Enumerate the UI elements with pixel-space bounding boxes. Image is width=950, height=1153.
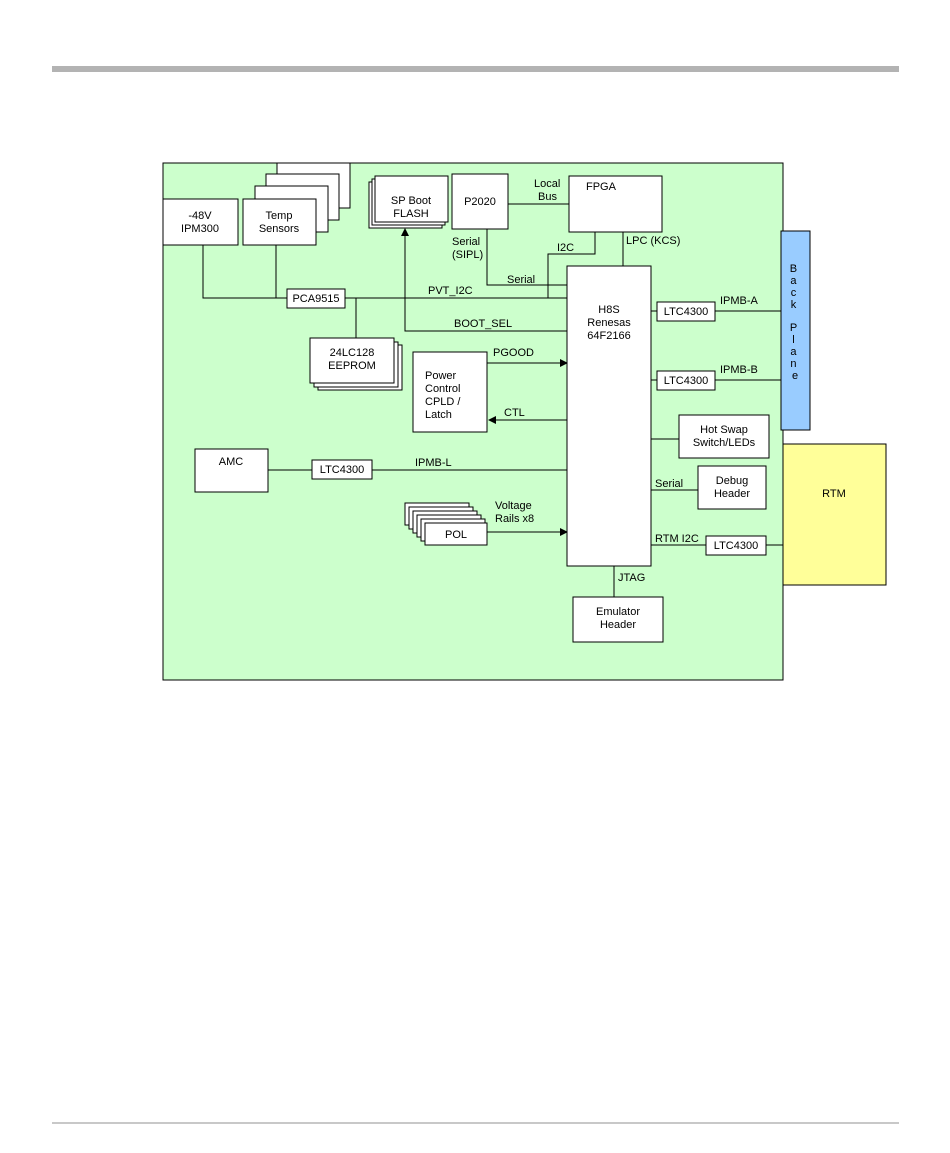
pca9515-text: PCA9515 [292, 293, 339, 305]
ltc4300-rtm-text: LTC4300 [714, 540, 758, 552]
rtm-block [782, 443, 887, 586]
ltc4300-ipmba-block [656, 301, 716, 322]
power-control-block [412, 351, 488, 433]
p2020-text: P2020 [464, 196, 496, 208]
i2c-label: I2C [557, 242, 574, 254]
hot-swap-block [678, 414, 770, 459]
serial-sipl-label: Serial(SIPL) [452, 236, 483, 261]
p2020-block [451, 173, 509, 230]
fpga-block [568, 175, 663, 233]
pca9515-block [286, 288, 346, 309]
serial-label-top: Serial [507, 274, 535, 286]
backplane-text: B a c k P l a n e [790, 263, 800, 382]
lpc-kcs-label: LPC (KCS) [626, 235, 680, 247]
ltc4300-ipmbb-text: LTC4300 [664, 375, 708, 387]
serial-debug-label: Serial [655, 478, 683, 490]
rtm-i2c-label: RTM I2C [655, 533, 699, 545]
jtag-label: JTAG [618, 572, 645, 584]
boot-sel-label: BOOT_SEL [454, 318, 512, 330]
ipmb-l-label: IPMB-L [415, 457, 452, 469]
amc-block [194, 448, 269, 493]
pgood-label: PGOOD [493, 347, 534, 359]
ctl-label: CTL [504, 407, 525, 419]
connections [202, 203, 783, 597]
rtm-text: RTM [822, 488, 846, 500]
sp-boot-flash-block [374, 175, 449, 223]
pol-text: POL [445, 529, 467, 541]
fpga-text: FPGA [586, 181, 617, 193]
pvt-i2c-label: PVT_I2C [428, 285, 473, 297]
temp-sensors-block [242, 198, 317, 246]
header-rule [52, 66, 899, 72]
eeprom-block [309, 337, 395, 384]
pol-block [424, 522, 488, 546]
emulator-header-block [572, 596, 664, 643]
h8s-block [566, 265, 652, 567]
ltc4300-ipmbb-block [656, 370, 716, 391]
ltc4300-rtm-block [705, 535, 767, 556]
ipm300-block [162, 198, 239, 246]
ipmb-a-label: IPMB-A [720, 295, 759, 307]
backplane-block [780, 230, 811, 431]
ltc4300-ipmbl-text: LTC4300 [320, 464, 364, 476]
footer-rule [52, 1122, 899, 1124]
ipmb-b-label: IPMB-B [720, 364, 758, 376]
ltc4300-ipmba-text: LTC4300 [664, 306, 708, 318]
ltc4300-ipmbl-block [311, 459, 373, 480]
debug-header-block [697, 465, 767, 510]
amc-text: AMC [219, 456, 244, 468]
